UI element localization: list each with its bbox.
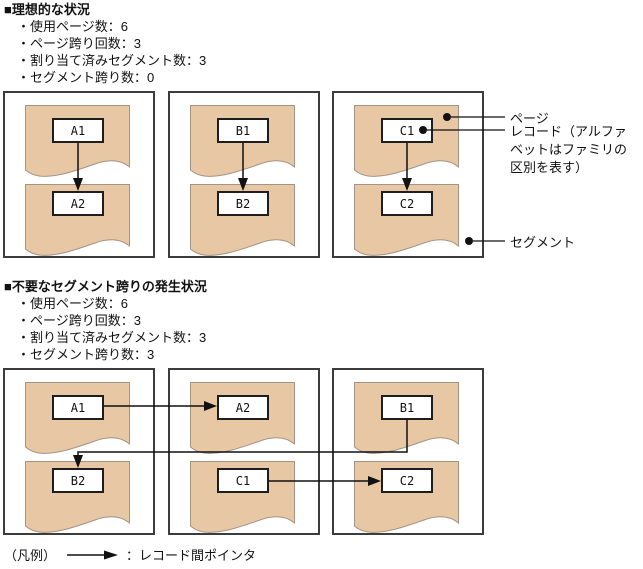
page-shape [25, 105, 130, 177]
legend-label: レコード間ポインタ [139, 548, 257, 563]
bullet-used-pages: ・使用ページ数：6 [17, 296, 128, 311]
record-box: A1 [52, 395, 104, 420]
page-shape [190, 382, 295, 454]
bullet-page-cross: ・ページ跨り回数：3 [17, 313, 141, 328]
bullet-alloc-segments: ・割り当て済みセグメント数：3 [17, 53, 207, 68]
segment-box: A2 C1 [168, 368, 320, 535]
segment-box: C1 C2 [332, 91, 484, 258]
callout-label-page: ページ [510, 111, 549, 126]
record-box: A1 [52, 118, 104, 143]
page-shape [25, 382, 130, 454]
bullet-seg-cross: ・セグメント跨り数：0 [17, 70, 155, 85]
callout-label-record-line1: レコード（アルファ [510, 124, 627, 139]
record-box: A2 [52, 191, 104, 216]
segment-box: B1 C2 [332, 368, 484, 535]
pointer-arrow-icon [67, 550, 119, 559]
page-shape [354, 105, 459, 177]
section-ideal-heading: ■理想的な状況 [4, 2, 90, 17]
bullet-alloc-segments: ・割り当て済みセグメント数：3 [17, 330, 207, 345]
legend-prefix: （凡例） [4, 548, 57, 563]
section-bad-heading: ■不要なセグメント跨りの発生状況 [4, 279, 207, 294]
record-box: C2 [381, 468, 433, 493]
callout-label-record: レコード（アルファ ベットはファミリの 区別を表す） [510, 123, 627, 177]
record-box: B2 [217, 191, 269, 216]
bullet-page-cross: ・ページ跨り回数：3 [17, 36, 141, 51]
segment-box: A1 B2 [3, 368, 155, 535]
record-box: B2 [52, 468, 104, 493]
legend-separator: ： [126, 548, 140, 563]
diagram-bad: A1 B2 A2 C1 B1 C2 [3, 368, 484, 535]
record-box: B1 [217, 118, 269, 143]
bullet-used-pages: ・使用ページ数：6 [17, 19, 128, 34]
page-shape [190, 105, 295, 177]
segment-box: B1 B2 [168, 91, 320, 258]
bullet-seg-cross: ・セグメント跨り数：3 [17, 347, 155, 362]
record-box: C1 [381, 118, 433, 143]
legend: （凡例） ： レコード間ポインタ [4, 545, 256, 564]
record-box: B1 [381, 395, 433, 420]
callout-label-segment: セグメント [510, 235, 576, 250]
callout-label-record-line2: ベットはファミリの [510, 142, 628, 157]
record-box: A2 [217, 395, 269, 420]
record-box: C2 [381, 191, 433, 216]
callout-label-record-line3: 区別を表す） [510, 160, 589, 175]
diagram-ideal: A1 A2 B1 B2 C1 C2 [3, 91, 484, 258]
segment-box: A1 A2 [3, 91, 155, 258]
record-box: C1 [217, 468, 269, 493]
page-shape [354, 382, 459, 454]
